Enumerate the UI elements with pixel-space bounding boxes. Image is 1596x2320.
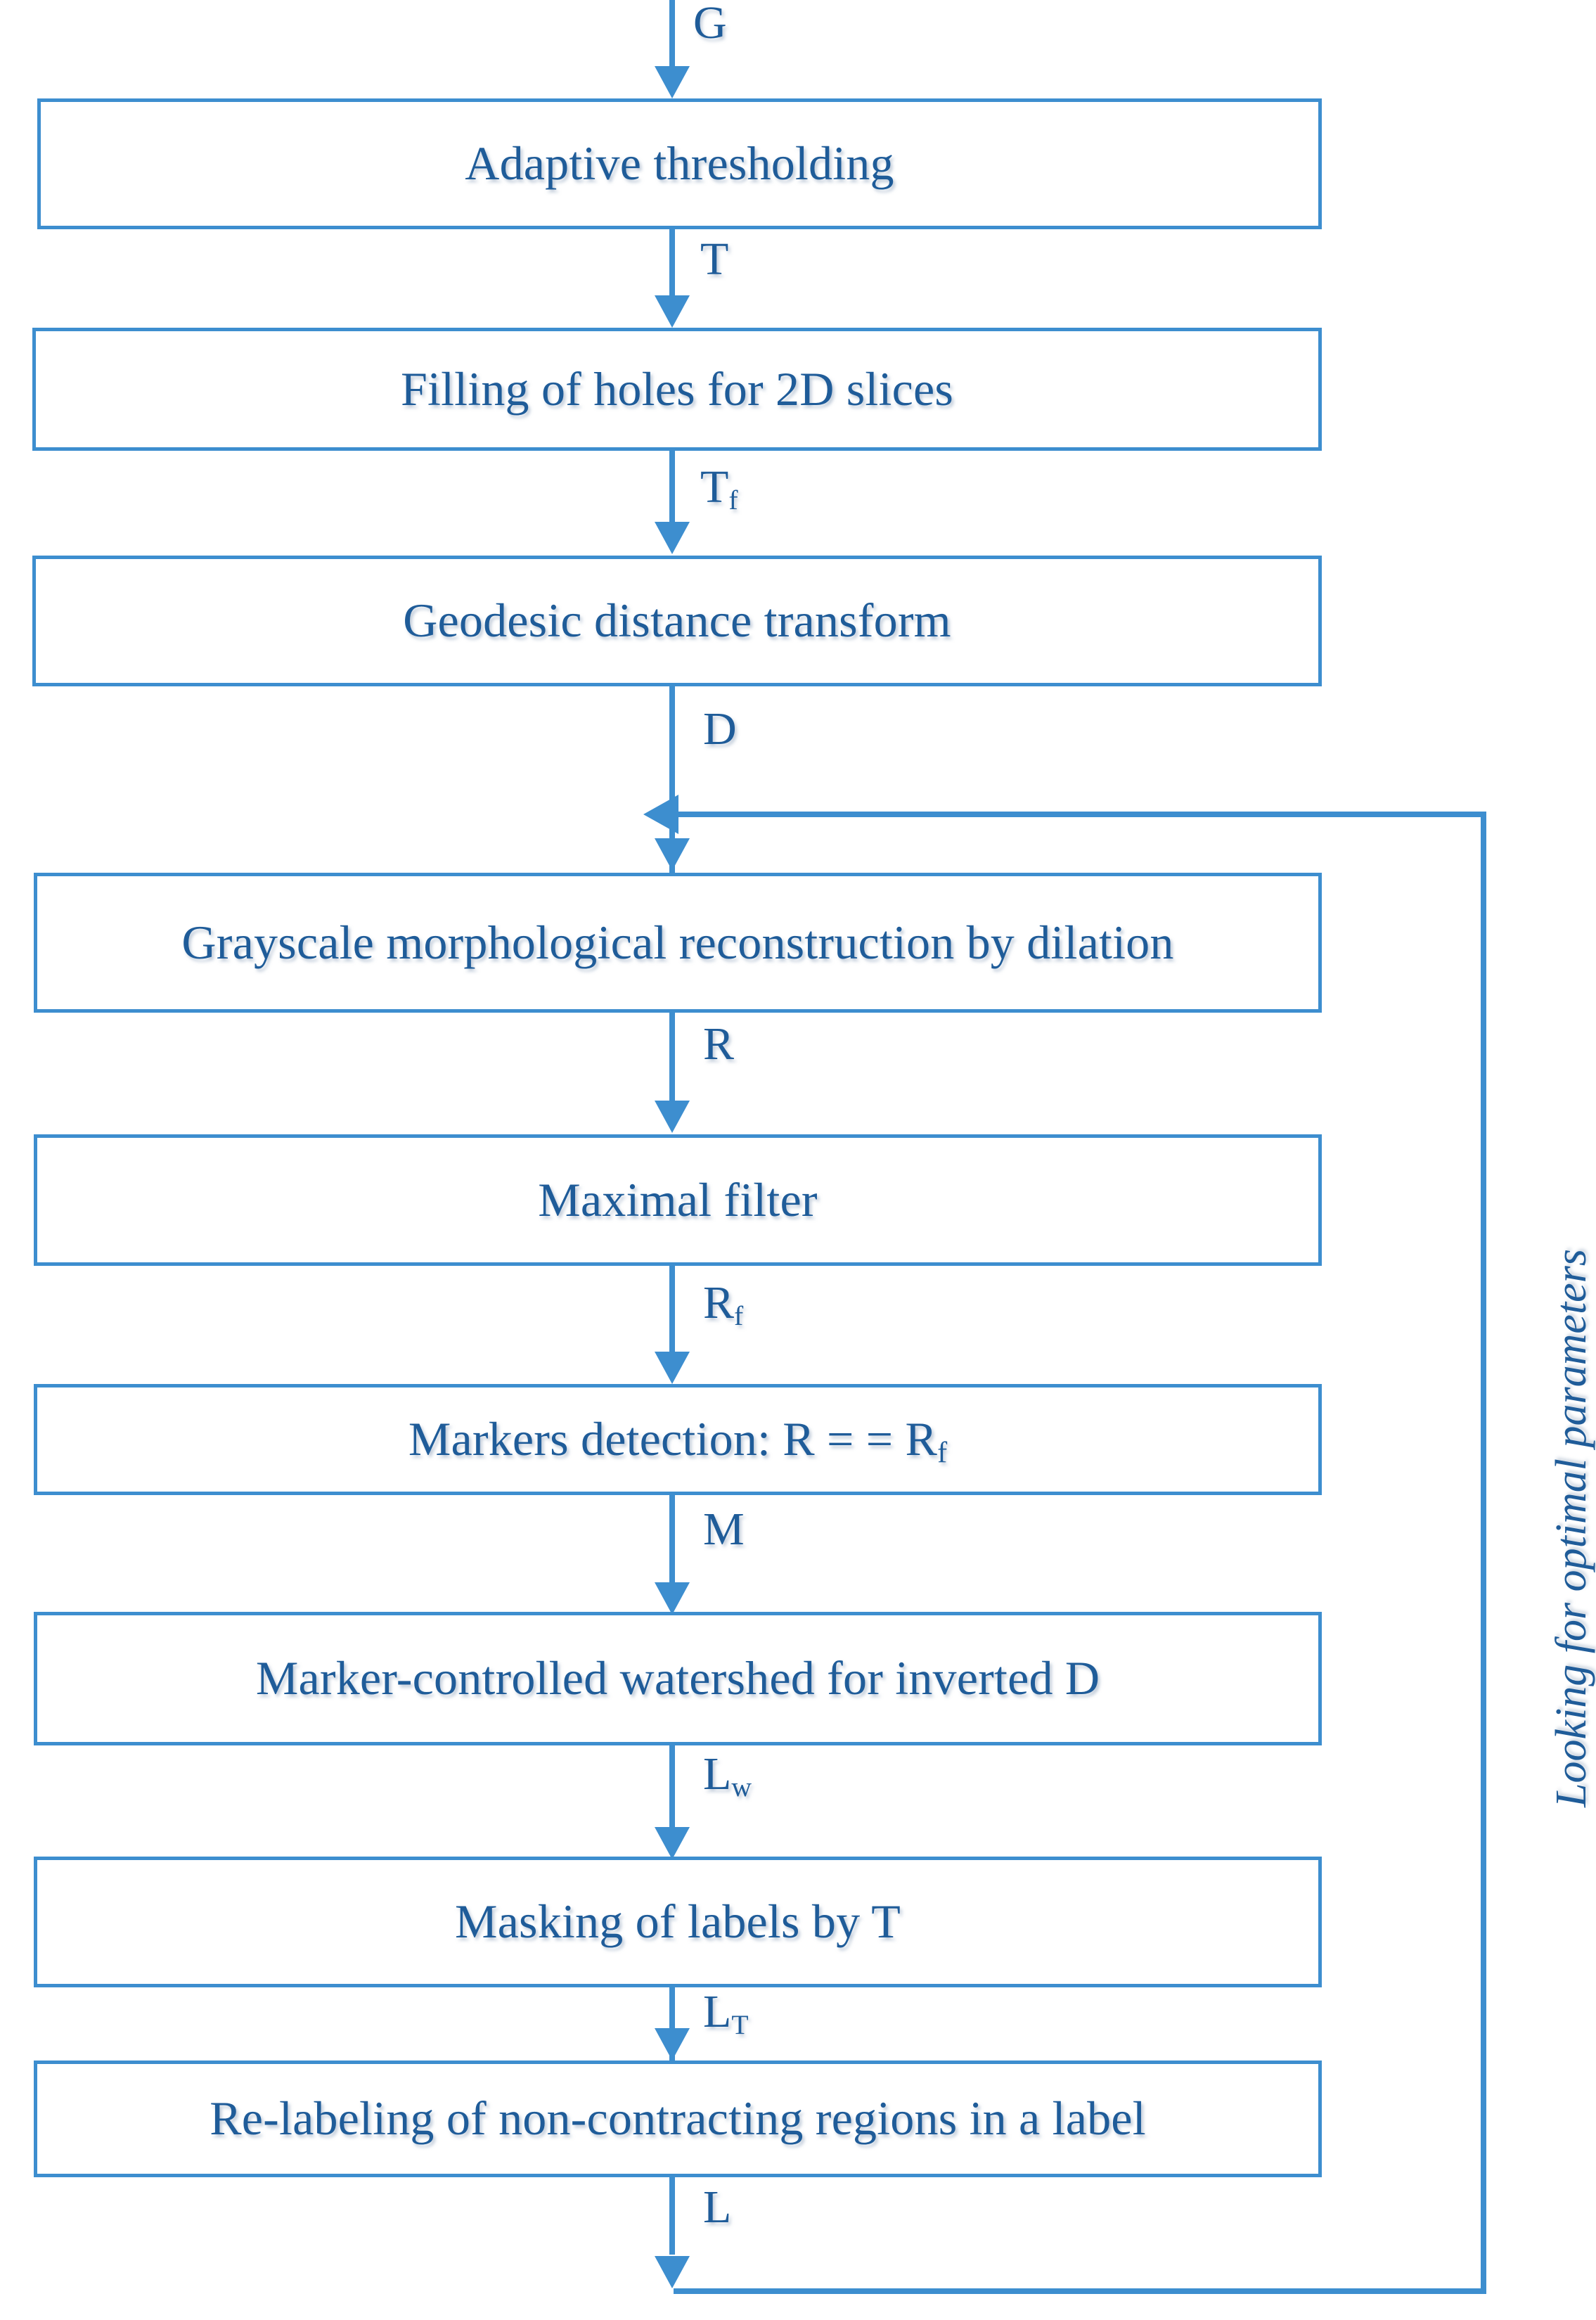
edge-label-d: D (703, 703, 737, 755)
edge-label-lw: Lw (703, 1748, 752, 1802)
step-label-grayscale-morphological-reconstruction: Grayscale morphological reconstruction b… (181, 915, 1174, 969)
step-label-markers-detection-subscript: f (937, 1435, 948, 1469)
input-arrowhead-icon (655, 66, 690, 98)
input-arrow-line (669, 0, 675, 70)
connector-line-t (669, 229, 675, 300)
edge-label-l: L (703, 2181, 732, 2233)
connector-line-tf (669, 451, 675, 527)
edge-label-g: G (693, 0, 727, 49)
connector-line-m (669, 1495, 675, 1587)
edge-label-lw-subscript: w (731, 1771, 752, 1802)
connector-line-lw (669, 1745, 675, 1830)
feedback-bottom-line (674, 2288, 1486, 2294)
step-label-maximal-filter: Maximal filter (538, 1172, 818, 1226)
step-box-masking-of-labels[interactable]: Masking of labels by T (34, 1857, 1322, 1987)
step-box-grayscale-morphological-reconstruction[interactable]: Grayscale morphological reconstruction b… (34, 873, 1322, 1013)
connector-arrowhead-l-icon (655, 2256, 690, 2288)
connector-arrowhead-r-icon (655, 1101, 690, 1133)
step-label-filling-of-holes: Filling of holes for 2D slices (400, 361, 954, 416)
feedback-arrowhead-icon (643, 795, 678, 834)
connector-line-rf (669, 1266, 675, 1354)
connector-line-l (669, 2177, 675, 2255)
connector-arrowhead-lw-icon (655, 1827, 690, 1859)
connector-arrowhead-d-icon (655, 838, 690, 871)
step-box-markers-detection[interactable]: Markers detection: R = = Rf (34, 1384, 1322, 1495)
edge-label-rf: Rf (703, 1277, 744, 1331)
step-label-geodesic-distance-transform: Geodesic distance transform (403, 594, 951, 648)
step-label-re-labeling: Re-labeling of non-contracting regions i… (210, 2091, 1146, 2146)
edge-label-m: M (703, 1504, 745, 1555)
connector-line-r (669, 1013, 675, 1104)
step-label-markers-detection: Markers detection: R = = Rf (408, 1412, 947, 1468)
connector-arrowhead-m-icon (655, 1582, 690, 1615)
step-label-marker-controlled-watershed: Marker-controlled watershed for inverted… (255, 1651, 1100, 1705)
step-label-masking-of-labels: Masking of labels by T (455, 1895, 901, 1949)
edge-label-lt: LT (703, 1986, 749, 2040)
edge-label-tf-subscript: f (728, 484, 738, 515)
step-box-marker-controlled-watershed[interactable]: Marker-controlled watershed for inverted… (34, 1612, 1322, 1745)
edge-label-t: T (700, 233, 729, 285)
step-box-geodesic-distance-transform[interactable]: Geodesic distance transform (32, 556, 1322, 686)
edge-label-lt-subscript: T (731, 2008, 749, 2040)
connector-line-d (669, 686, 675, 873)
step-box-adaptive-thresholding[interactable]: Adaptive thresholding (37, 98, 1322, 229)
connector-line-lt (669, 1987, 675, 2061)
loop-caption-label: Looking for optimal parameters (1547, 1249, 1595, 1807)
step-label-adaptive-thresholding: Adaptive thresholding (465, 136, 894, 191)
connector-arrowhead-tf-icon (655, 522, 690, 554)
feedback-right-line (1481, 812, 1486, 2294)
step-label-markers-detection-text: Markers detection: R = = R (408, 1412, 938, 1466)
connector-arrowhead-t-icon (655, 295, 690, 328)
feedback-top-line (676, 812, 1486, 817)
connector-arrowhead-lt-icon (655, 2028, 690, 2061)
edge-label-r: R (703, 1018, 735, 1070)
connector-arrowhead-rf-icon (655, 1352, 690, 1384)
step-box-filling-of-holes[interactable]: Filling of holes for 2D slices (32, 328, 1322, 451)
step-box-re-labeling[interactable]: Re-labeling of non-contracting regions i… (34, 2061, 1322, 2177)
edge-label-tf: Tf (700, 461, 738, 515)
step-box-maximal-filter[interactable]: Maximal filter (34, 1134, 1322, 1266)
edge-label-rf-subscript: f (734, 1300, 744, 1331)
